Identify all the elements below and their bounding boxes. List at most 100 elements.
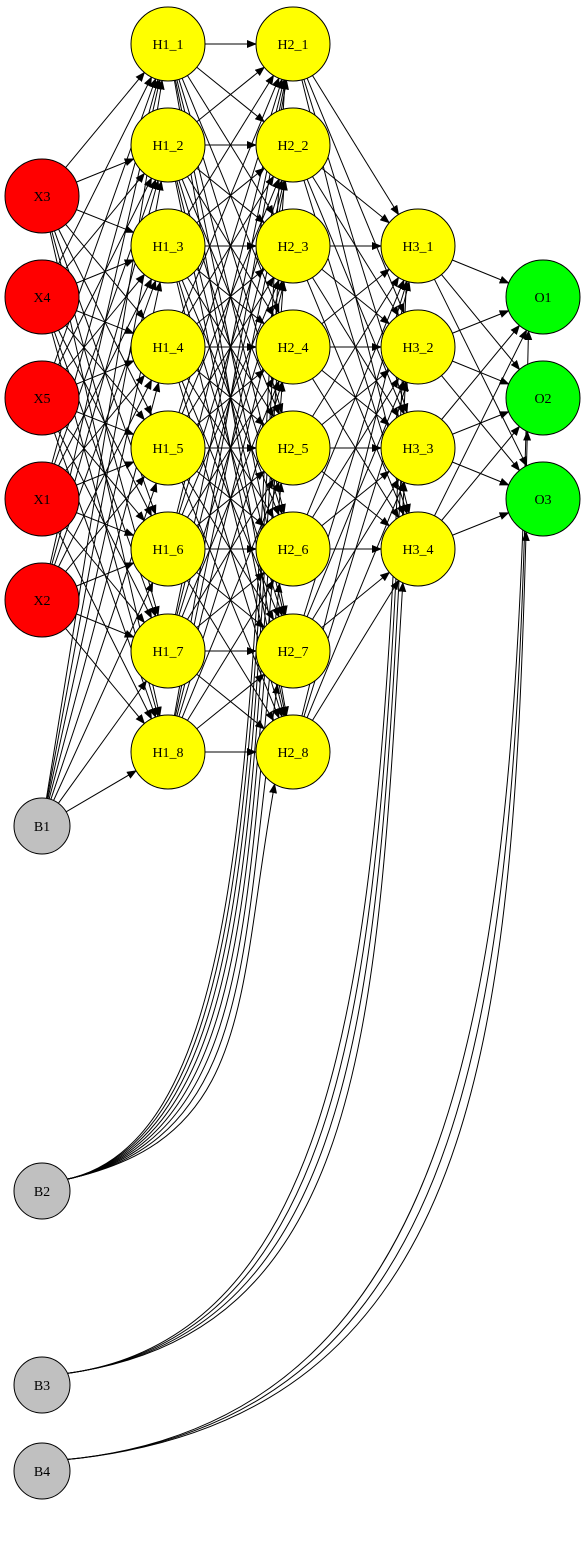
edge-b1-h1_1: [45, 79, 165, 799]
edge-h1_4-h2_1: [181, 77, 280, 313]
edge-b3-h3_2: [64, 380, 409, 1375]
node-h2_3-circle: [255, 208, 331, 284]
node-o3: O3: [505, 461, 581, 537]
node-h1_8-label: H1_8: [152, 746, 183, 761]
node-h2_1-label: H2_1: [277, 38, 308, 53]
edge-h3_3-o1: [441, 324, 521, 420]
node-h1_7-label: H1_7: [152, 645, 183, 660]
edge-b4-o3: [64, 530, 530, 1461]
node-x4-label: X4: [33, 291, 50, 306]
node-h1_5: H1_5: [130, 410, 206, 486]
node-h2_8-label: H2_8: [277, 746, 308, 761]
node-h2_6: H2_6: [255, 511, 331, 587]
edge-b3-h3_3: [64, 481, 408, 1375]
node-x2-circle: [4, 562, 80, 638]
node-x3-label: X3: [33, 190, 50, 205]
edge-h3_4-o1: [433, 329, 528, 517]
node-h1_6: H1_6: [130, 511, 206, 587]
node-h2_8-circle: [255, 714, 331, 790]
node-h3_1-circle: [380, 208, 456, 284]
edge-h1_8-h2_1: [173, 79, 289, 716]
node-h1_3-circle: [130, 208, 206, 284]
node-b1-label: B1: [34, 820, 50, 835]
node-x5-circle: [4, 360, 80, 436]
node-h2_4: H2_4: [255, 309, 331, 385]
edge-h2_5-h3_1: [312, 276, 400, 417]
edge-b2-h2_8: [64, 783, 277, 1181]
node-h2_2: H2_2: [255, 107, 331, 183]
node-h2_5: H2_5: [255, 410, 331, 486]
edge-b2-h2_3: [64, 280, 287, 1181]
edge-b4-o2: [64, 430, 532, 1461]
edge-x2-h1_7: [76, 613, 135, 638]
node-h2_4-label: H2_4: [277, 341, 308, 356]
node-h3_2-circle: [380, 309, 456, 385]
node-h1_1: H1_1: [130, 6, 206, 82]
edge-h1_2-h2_1: [196, 66, 265, 123]
node-h3_4-circle: [380, 511, 456, 587]
node-h1_6-label: H1_6: [152, 543, 183, 558]
node-b4-circle: [13, 1442, 71, 1500]
node-h3_4: H3_4: [380, 511, 456, 587]
node-b1-circle: [13, 797, 71, 855]
edge-x5-h1_6: [65, 426, 145, 522]
node-o1: O1: [505, 259, 581, 335]
node-h1_5-label: H1_5: [152, 442, 183, 457]
node-h1_2: H1_2: [130, 107, 206, 183]
node-b4-label: B4: [34, 1465, 50, 1480]
node-h1_3-label: H1_3: [152, 240, 183, 255]
edge-h3_2-o1: [452, 310, 510, 334]
node-h3_3-circle: [380, 410, 456, 486]
node-h2_8: H2_8: [255, 714, 331, 790]
node-o3-label: O3: [534, 493, 551, 508]
node-h3_2: H3_2: [380, 309, 456, 385]
node-h2_6-circle: [255, 511, 331, 587]
edge-h2_1-h3_1: [312, 75, 400, 216]
node-h2_4-circle: [255, 309, 331, 385]
edge-h2_6-h3_1: [306, 279, 405, 515]
node-x5: X5: [4, 360, 80, 436]
node-b2-label: B2: [34, 1185, 50, 1200]
node-b2: B2: [13, 1162, 71, 1220]
node-h3_3-label: H3_3: [402, 442, 433, 457]
node-b3: B3: [13, 1356, 71, 1414]
node-h1_7-circle: [130, 613, 206, 689]
nodes-layer: X3X4X5X1X2B1B2B3B4H1_1H1_2H1_3H1_4H1_5H1…: [4, 6, 581, 1500]
node-h2_5-label: H2_5: [277, 442, 308, 457]
node-b1: B1: [13, 797, 71, 855]
node-h1_8: H1_8: [130, 714, 206, 790]
node-x2-label: X2: [33, 594, 50, 609]
edge-h3_1-o1: [452, 259, 510, 284]
node-h1_3: H1_3: [130, 208, 206, 284]
edge-h3_4-o2: [441, 425, 521, 521]
edge-b2-h2_7: [64, 683, 281, 1181]
edge-h1_8-h2_7: [196, 673, 265, 730]
node-h2_7-circle: [255, 613, 331, 689]
node-h1_4-label: H1_4: [152, 341, 183, 356]
edge-b4-o1: [64, 330, 533, 1461]
edge-x5-h1_4: [76, 360, 135, 385]
node-o2: O2: [505, 360, 581, 436]
node-h2_1: H2_1: [255, 6, 331, 82]
edge-b1-h1_8: [65, 770, 137, 813]
node-h2_1-circle: [255, 6, 331, 82]
node-h2_6-label: H2_6: [277, 543, 308, 558]
node-b4: B4: [13, 1442, 71, 1500]
edge-b2-h2_2: [64, 179, 288, 1181]
node-h2_7-label: H2_7: [277, 645, 308, 660]
node-o1-label: O1: [534, 291, 551, 306]
node-x3: X3: [4, 158, 80, 234]
node-x4: X4: [4, 259, 80, 335]
node-x2: X2: [4, 562, 80, 638]
node-h3_2-label: H3_2: [402, 341, 433, 356]
node-h2_7: H2_7: [255, 613, 331, 689]
node-x1-circle: [4, 461, 80, 537]
edge-b2-h2_5: [64, 482, 285, 1181]
node-h1_4: H1_4: [130, 309, 206, 385]
node-b3-label: B3: [34, 1379, 50, 1394]
edge-x5-h1_7: [58, 430, 152, 619]
node-x5-label: X5: [33, 392, 50, 407]
node-h1_4-circle: [130, 309, 206, 385]
node-h1_6-circle: [130, 511, 206, 587]
